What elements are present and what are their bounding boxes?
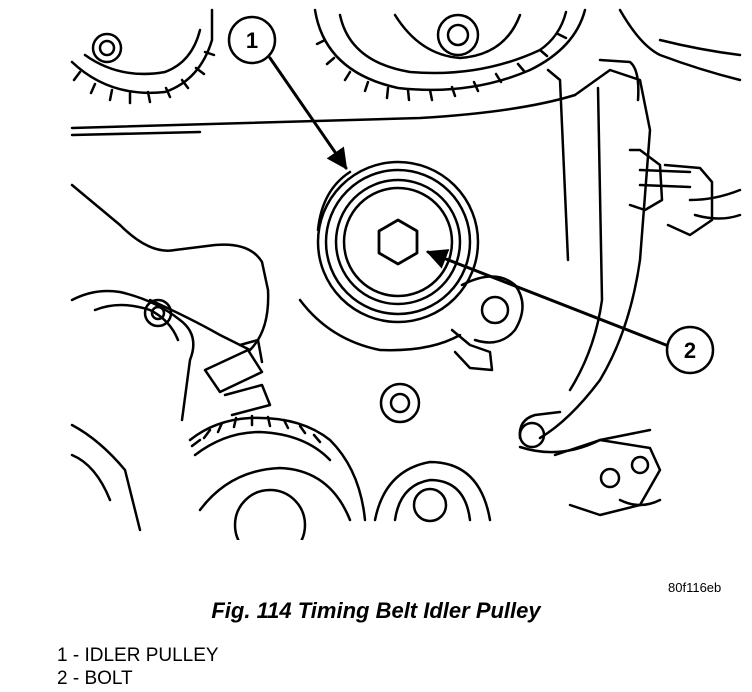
belt-tensioner	[188, 338, 367, 540]
engine-block	[70, 183, 270, 532]
right-cam-sprocket	[313, 8, 587, 102]
callout-2-number: 2	[684, 338, 696, 363]
crank-sprocket	[373, 460, 492, 523]
legend: 1 - IDLER PULLEY 2 - BOLT	[57, 644, 219, 690]
legend-item-idler-pulley: 1 - IDLER PULLEY	[57, 645, 219, 666]
callout-2-circle	[665, 325, 715, 375]
idler-pulley-drawing	[316, 160, 480, 324]
rear-cover-edge	[70, 93, 577, 130]
callout-1-number: 1	[246, 28, 258, 53]
figure-caption: Fig. 114 Timing Belt Idler Pulley	[211, 598, 541, 623]
figure-code: 80f116eb	[668, 580, 722, 595]
legend-item-bolt: 2 - BOLT	[57, 668, 133, 689]
bolt-hex	[377, 218, 419, 266]
callout-1-leader	[268, 56, 348, 170]
engine-diagram: 1 2	[70, 8, 742, 540]
engine-mount-bracket	[518, 8, 742, 454]
left-cam-sprocket	[70, 8, 216, 105]
mounting-bolt-boss	[379, 382, 421, 424]
callout-1-circle	[227, 15, 277, 65]
lower-right-bolts	[553, 438, 662, 517]
callout-2-leader	[426, 249, 668, 347]
